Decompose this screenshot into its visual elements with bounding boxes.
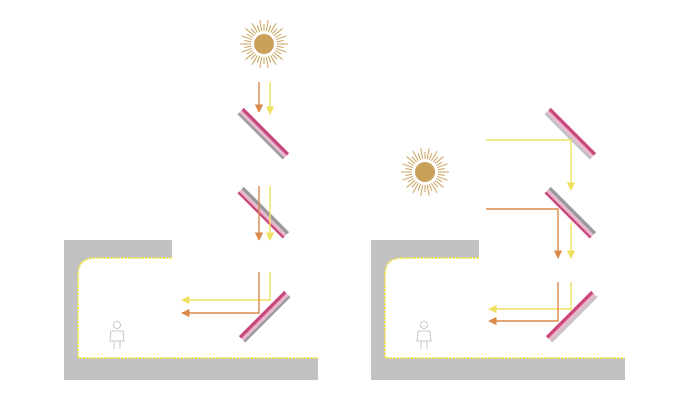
sun-ray — [276, 45, 284, 48]
sun-ray — [276, 47, 287, 53]
sun-ray — [428, 184, 433, 191]
sun-ray — [241, 47, 252, 53]
ray-orange — [486, 208, 563, 259]
sun-ray — [245, 51, 255, 60]
sun-ray — [273, 28, 283, 37]
sun-ray — [437, 173, 445, 176]
sun-ray — [428, 153, 433, 160]
sun-ray — [405, 173, 413, 176]
person-icon — [416, 321, 432, 349]
sun-ray — [437, 168, 445, 171]
scene-side-sun — [371, 107, 625, 380]
sun-ray — [406, 179, 416, 188]
sun-ray — [426, 148, 430, 160]
ray-yellow — [488, 282, 572, 314]
sun-ray — [407, 178, 414, 183]
ray-orange — [181, 272, 260, 318]
ray-yellow — [486, 139, 576, 191]
sun-ray — [275, 50, 282, 55]
room-2-glow-edge — [384, 257, 625, 359]
sun-ray — [246, 33, 253, 38]
sun-ray — [434, 156, 444, 165]
light-rays-1 — [181, 82, 275, 318]
sun-ray — [273, 51, 283, 60]
sun-ray — [411, 181, 418, 188]
sun-ray — [265, 56, 269, 68]
sun-ray — [259, 56, 263, 68]
mirror-icon — [545, 290, 598, 343]
sun-ray — [259, 20, 263, 32]
light-rays-2 — [486, 139, 576, 326]
scene-overhead-sun — [64, 20, 318, 380]
room-1-glow-edge — [77, 257, 318, 359]
sun-ray — [244, 40, 252, 43]
sun-ray — [436, 161, 443, 166]
sun-ray — [250, 28, 257, 35]
sun-ray — [420, 184, 424, 196]
sun-ray — [432, 156, 439, 163]
sun-ray — [426, 184, 430, 196]
sun-icon — [401, 148, 449, 196]
sun-icon — [240, 20, 288, 68]
sun-ray — [244, 45, 252, 48]
sun-ray — [417, 184, 422, 191]
sun-ray — [405, 168, 413, 171]
sun-ray — [251, 22, 258, 33]
sun-ray — [256, 25, 261, 32]
sun-ray — [417, 153, 422, 160]
sun-ray — [276, 35, 287, 41]
sun-ray — [271, 28, 278, 35]
mirror-icon — [544, 186, 597, 239]
sun-ray — [437, 175, 448, 181]
sun-ray — [256, 56, 261, 63]
sun-ray — [412, 150, 419, 161]
sun-ray — [251, 55, 258, 66]
sun-ray — [437, 163, 448, 169]
sun-ray — [276, 40, 284, 43]
ray-orange — [488, 282, 559, 326]
sun-ray — [271, 53, 278, 60]
ray-yellow — [181, 272, 271, 305]
room-2-wall — [371, 240, 625, 380]
sun-ray — [267, 56, 272, 63]
sun-ray — [407, 161, 414, 166]
sun-ray — [245, 28, 255, 37]
sun-ray — [402, 163, 413, 169]
sun-ray — [270, 22, 277, 33]
room-1-wall — [64, 240, 318, 380]
mirror-icon — [237, 186, 290, 239]
room-1 — [64, 240, 318, 380]
sun-ray — [270, 55, 277, 66]
mirror-icon — [544, 107, 597, 160]
person-icon — [109, 321, 125, 349]
sun-ray — [432, 181, 439, 188]
sun-ray — [411, 156, 418, 163]
sun-ray — [412, 183, 419, 194]
sun-ray — [246, 50, 253, 55]
sun-ray — [275, 33, 282, 38]
sun-ray — [436, 178, 443, 183]
mirror-icon — [237, 107, 290, 160]
sun-ray — [420, 148, 424, 160]
sun-ray — [267, 25, 272, 32]
sun-ray — [434, 179, 444, 188]
room-2 — [371, 240, 625, 380]
sun-ray — [406, 156, 416, 165]
sun-ray — [431, 183, 438, 194]
sun-ray — [241, 35, 252, 41]
sun-ray — [250, 53, 257, 60]
sun-ray — [265, 20, 269, 32]
sun-ray — [402, 175, 413, 181]
mirror-icon — [238, 290, 291, 343]
sun-ray — [431, 150, 438, 161]
